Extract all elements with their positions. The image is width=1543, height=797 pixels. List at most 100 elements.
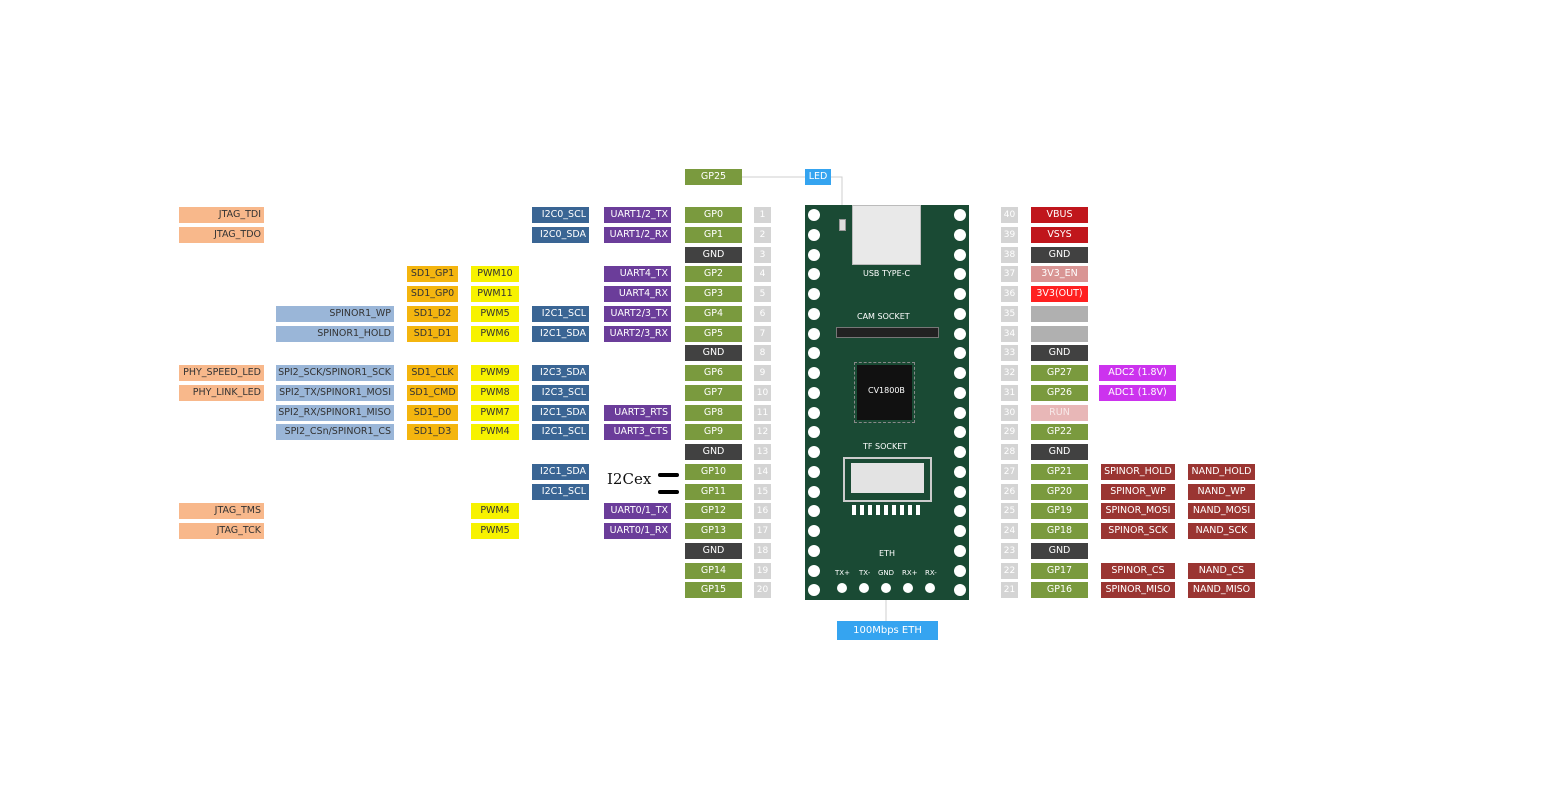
pin-number-3: 3 bbox=[754, 246, 771, 263]
pin-7-sd: SD1_D1 bbox=[407, 325, 458, 342]
pin-number-32: 32 bbox=[1001, 365, 1018, 381]
i2cex-marker-top bbox=[658, 473, 679, 477]
pin-9-pwm: PWM9 bbox=[471, 365, 519, 381]
pin-1-i2c: I2C0_SCL bbox=[532, 207, 589, 223]
pin-24-nand: NAND_SCK bbox=[1188, 523, 1255, 539]
pin-number-18: 18 bbox=[754, 542, 771, 559]
pin-22-nand: NAND_CS bbox=[1188, 562, 1255, 579]
pin-20-name: GP15 bbox=[685, 582, 742, 599]
pin-8-name: GND bbox=[685, 345, 742, 362]
pin-1-name: GP0 bbox=[685, 207, 742, 223]
board-hole-left-6 bbox=[808, 307, 820, 320]
pin-12-i2c: I2C1_SCL bbox=[532, 424, 589, 441]
pin-number-10: 10 bbox=[754, 384, 771, 401]
pin-30-name: RUN bbox=[1031, 404, 1088, 421]
pin-number-20: 20 bbox=[754, 582, 771, 599]
board-hole-left-5 bbox=[808, 288, 820, 300]
eth-pin-rx-minus: RX- bbox=[925, 569, 937, 577]
board-hole-left-20 bbox=[808, 584, 820, 597]
eth-hole-5 bbox=[925, 583, 935, 593]
pin-12-name: GP9 bbox=[685, 424, 742, 441]
pin-4-name: GP2 bbox=[685, 266, 742, 283]
pin-23-name: GND bbox=[1031, 542, 1088, 559]
pin-17-uart: UART0/1_RX bbox=[604, 523, 671, 539]
pin-10-name: GP7 bbox=[685, 384, 742, 401]
pin-22-name: GP17 bbox=[1031, 562, 1088, 579]
pin-number-35: 35 bbox=[1001, 305, 1018, 322]
pin-9-sd: SD1_CLK bbox=[407, 365, 458, 381]
pin-5-name: GP3 bbox=[685, 286, 742, 302]
board-hole-left-14 bbox=[808, 465, 820, 478]
board-hole-right-37 bbox=[954, 268, 966, 281]
usb-label: USB TYPE-C bbox=[863, 269, 911, 278]
pin-17-name: GP13 bbox=[685, 523, 742, 539]
pin-7-spi: SPINOR1_HOLD bbox=[276, 325, 394, 342]
pin-9-jtag: PHY_SPEED_LED bbox=[179, 365, 264, 381]
pin-32-adc: ADC2 (1.8V) bbox=[1099, 365, 1176, 381]
pin-16-uart: UART0/1_TX bbox=[604, 503, 671, 520]
board-hole-right-22 bbox=[954, 564, 966, 577]
pin-37-name: 3V3_EN bbox=[1031, 266, 1088, 283]
cam-socket-label: CAM SOCKET bbox=[857, 312, 910, 321]
pin-24-spinor: SPINOR_SCK bbox=[1101, 523, 1175, 539]
pin-39-name: VSYS bbox=[1031, 226, 1088, 243]
pin-6-sd: SD1_D2 bbox=[407, 305, 458, 322]
pin-number-29: 29 bbox=[1001, 424, 1018, 441]
board-hole-left-8 bbox=[808, 347, 820, 360]
pin-11-pwm: PWM7 bbox=[471, 404, 519, 421]
pin-6-uart: UART2/3_TX bbox=[604, 305, 671, 322]
pin-14-i2c: I2C1_SDA bbox=[532, 463, 589, 480]
board-hole-right-23 bbox=[954, 544, 966, 557]
pin-number-12: 12 bbox=[754, 424, 771, 441]
pin-16-pwm: PWM4 bbox=[471, 503, 519, 520]
pin-13-name: GND bbox=[685, 444, 742, 460]
pin-21-name: GP16 bbox=[1031, 582, 1088, 599]
board-hole-left-2 bbox=[808, 228, 820, 241]
pin-number-39: 39 bbox=[1001, 226, 1018, 243]
pin-12-spi: SPI2_CSn/SPINOR1_CS bbox=[276, 424, 394, 441]
i2cex-marker-bottom bbox=[658, 490, 679, 494]
pin-4-sd: SD1_GP1 bbox=[407, 266, 458, 283]
board-hole-left-13 bbox=[808, 446, 820, 458]
pin-number-14: 14 bbox=[754, 463, 771, 480]
pin-number-9: 9 bbox=[754, 365, 771, 381]
board-hole-right-39 bbox=[954, 228, 966, 241]
board-hole-right-27 bbox=[954, 465, 966, 478]
pin-number-16: 16 bbox=[754, 503, 771, 520]
pin-number-8: 8 bbox=[754, 345, 771, 362]
usb-connector bbox=[852, 205, 921, 265]
pin-9-i2c: I2C3_SDA bbox=[532, 365, 589, 381]
pin-3-name: GND bbox=[685, 246, 742, 263]
pin-number-4: 4 bbox=[754, 266, 771, 283]
pin-28-name: GND bbox=[1031, 444, 1088, 460]
pin-4-pwm: PWM10 bbox=[471, 266, 519, 283]
eth-hole-1 bbox=[837, 583, 847, 593]
pin-6-i2c: I2C1_SCL bbox=[532, 305, 589, 322]
cam-socket bbox=[836, 327, 939, 338]
board-hole-left-3 bbox=[808, 248, 820, 261]
pin-6-pwm: PWM5 bbox=[471, 305, 519, 322]
pin-number-38: 38 bbox=[1001, 246, 1018, 263]
pin-27-name: GP21 bbox=[1031, 463, 1088, 480]
pin-number-33: 33 bbox=[1001, 345, 1018, 362]
i2cex-label: I2Cex bbox=[607, 470, 652, 488]
eth-hole-2 bbox=[859, 583, 869, 593]
eth-pin-gnd: GND bbox=[878, 569, 895, 577]
pin-number-17: 17 bbox=[754, 523, 771, 539]
pin-12-pwm: PWM4 bbox=[471, 424, 519, 441]
pin-number-28: 28 bbox=[1001, 444, 1018, 460]
pin-number-30: 30 bbox=[1001, 404, 1018, 421]
board-hole-left-1 bbox=[808, 209, 820, 221]
pin-35-name bbox=[1031, 305, 1088, 322]
pin-10-pwm: PWM8 bbox=[471, 384, 519, 401]
board-hole-right-28 bbox=[954, 446, 966, 458]
pin-40-name: VBUS bbox=[1031, 207, 1088, 223]
pin-21-nand: NAND_MISO bbox=[1188, 582, 1255, 599]
tf-pins bbox=[852, 505, 922, 515]
pin-number-31: 31 bbox=[1001, 384, 1018, 401]
pin-2-i2c: I2C0_SDA bbox=[532, 226, 589, 243]
chip bbox=[854, 362, 915, 423]
led-component bbox=[839, 219, 846, 231]
board-hole-right-36 bbox=[954, 288, 966, 300]
pin-12-uart: UART3_CTS bbox=[604, 424, 671, 441]
